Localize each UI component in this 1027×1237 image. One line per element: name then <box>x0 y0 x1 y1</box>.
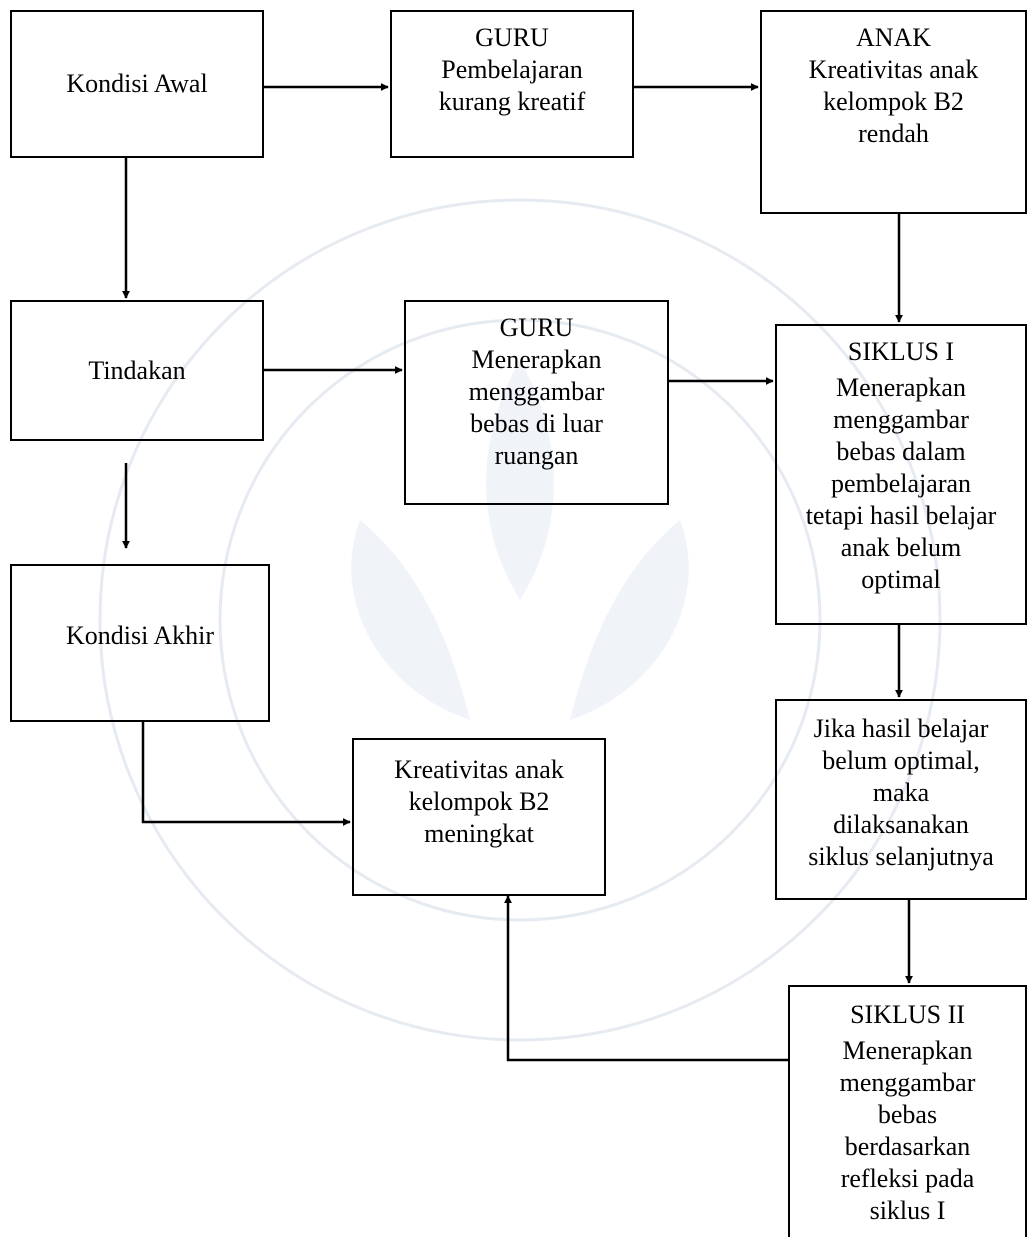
node-line: kelompok B2 <box>408 787 550 816</box>
node-line: Kondisi Awal <box>66 69 208 98</box>
node-line: menggambar <box>833 405 969 434</box>
node-jika: Jika hasil belajar belum optimal, maka d… <box>775 699 1027 900</box>
node-line: Kreativitas anak <box>394 755 564 784</box>
node-line: Tindakan <box>88 355 186 385</box>
node-line: pembelajaran <box>830 469 972 498</box>
node-kondisi-awal: Kondisi Awal <box>10 10 264 158</box>
node-line: kurang kreatif <box>438 87 586 116</box>
node-tindakan: Tindakan <box>10 300 264 441</box>
node-line: Kondisi Akhir <box>65 621 215 650</box>
node-line: tetapi hasil belajar <box>805 501 997 530</box>
node-line: Menerapkan <box>842 1036 973 1065</box>
node-line: ruangan <box>494 441 579 470</box>
node-line: maka <box>872 778 930 807</box>
node-line: bebas <box>877 1100 938 1129</box>
node-line: anak belum <box>840 533 962 562</box>
node-hasil: Kreativitas anak kelompok B2 meningkat <box>352 738 606 896</box>
node-line: bebas dalam <box>836 437 966 466</box>
node-line: siklus selanjutnya <box>808 842 994 871</box>
node-line: menggambar <box>468 377 605 406</box>
arrow-siklus2-to-hasil <box>504 895 788 1062</box>
node-line: SIKLUS I <box>847 337 955 366</box>
node-line: Menerapkan <box>836 373 966 402</box>
node-line: Kreativitas anak <box>808 55 979 84</box>
node-line: belum optimal, <box>822 746 980 775</box>
node-line: SIKLUS II <box>850 1000 965 1029</box>
node-line: dilaksanakan <box>833 810 969 839</box>
node-line: refleksi pada <box>840 1164 975 1193</box>
node-line: GURU <box>475 23 549 52</box>
node-line: rendah <box>858 119 929 148</box>
node-line: Pembelajaran <box>441 55 583 84</box>
node-line: ANAK <box>855 23 932 52</box>
node-guru-menerapkan: GURU Menerapkan menggambar bebas di luar… <box>404 300 669 505</box>
node-line: optimal <box>861 565 941 594</box>
node-line: GURU <box>499 313 574 342</box>
node-kondisi-akhir: Kondisi Akhir <box>10 564 270 722</box>
node-line: Menerapkan <box>471 345 602 374</box>
node-line: berdasarkan <box>844 1132 971 1161</box>
node-guru-pembelajaran: GURU Pembelajaran kurang kreatif <box>390 10 634 158</box>
node-line: meningkat <box>424 819 534 848</box>
node-line: menggambar <box>839 1068 976 1097</box>
node-line: kelompok B2 <box>823 87 964 116</box>
node-line: bebas di luar <box>470 409 603 438</box>
node-anak: ANAK Kreativitas anak kelompok B2 rendah <box>760 10 1027 214</box>
arrow-akhir-to-hasil <box>141 722 351 826</box>
node-siklus-2: SIKLUS II Menerapkan menggambar bebas be… <box>788 985 1027 1237</box>
node-siklus-1: SIKLUS I Menerapkan menggambar bebas dal… <box>775 324 1027 625</box>
node-line: Jika hasil belajar <box>813 714 989 743</box>
node-line: siklus I <box>869 1196 946 1225</box>
